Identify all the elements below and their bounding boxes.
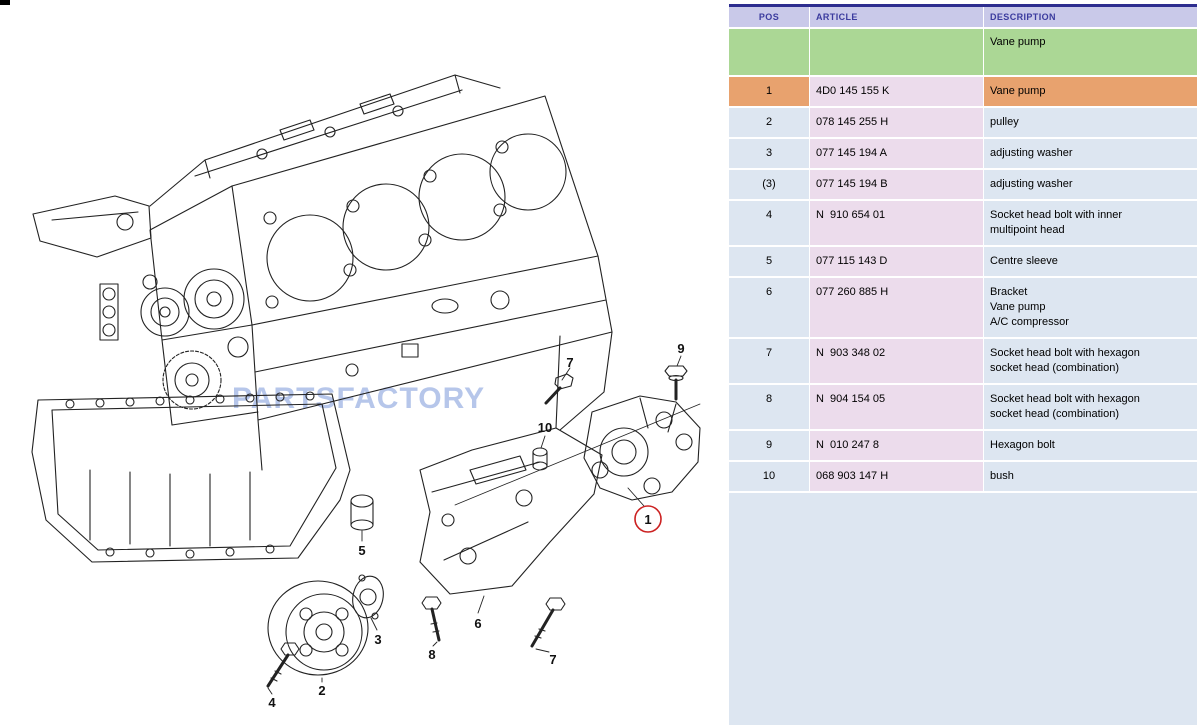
group-cell-pos xyxy=(729,29,809,75)
callout-6: 6 xyxy=(474,616,481,631)
cell-pos: 2 xyxy=(729,108,809,137)
callout-1: 1 xyxy=(644,512,651,527)
callout-8: 8 xyxy=(428,647,435,662)
group-cell-article xyxy=(809,29,984,75)
callout-10: 10 xyxy=(538,420,552,435)
centre-sleeve-part5 xyxy=(350,494,374,531)
parts-table-body: 1 4D0 145 155 K Vane pump 2 078 145 255 … xyxy=(729,77,1197,493)
cell-article: 4D0 145 155 K xyxy=(809,77,984,106)
cell-description: Centre sleeve xyxy=(984,247,1197,276)
cell-article: 077 260 885 H xyxy=(809,278,984,337)
callout-3: 3 xyxy=(374,632,381,647)
leader-lines xyxy=(267,355,682,695)
table-row[interactable]: 3 077 145 194 A adjusting washer xyxy=(729,139,1197,170)
vane-pump-part1 xyxy=(583,395,701,501)
callout-7-top: 7 xyxy=(566,355,573,370)
cell-pos: 3 xyxy=(729,139,809,168)
oil-pan xyxy=(31,391,351,563)
cell-pos: 7 xyxy=(729,339,809,383)
header-article: ARTICLE xyxy=(809,7,984,27)
cylinder-deck xyxy=(231,95,599,326)
axis-line xyxy=(454,403,701,506)
parts-table-panel: POS ARTICLE DESCRIPTION Vane pump 1 4D0 … xyxy=(729,0,1197,725)
header-pos: POS xyxy=(758,12,780,22)
cell-article: 077 145 194 A xyxy=(809,139,984,168)
corner-mark xyxy=(0,0,10,5)
cell-article: 078 145 255 H xyxy=(809,108,984,137)
callout-7-bottom: 7 xyxy=(549,652,556,667)
table-top-bar xyxy=(729,4,1197,7)
table-row[interactable]: 10 068 903 147 H bush xyxy=(729,462,1197,493)
bolt-7-bottom xyxy=(530,597,566,648)
callout-9: 9 xyxy=(677,341,684,356)
callout-labels: 7 9 10 5 3 8 6 7 4 2 1 xyxy=(268,341,684,710)
group-row-vane-pump[interactable]: Vane pump xyxy=(729,29,1197,77)
cell-article: N 010 247 8 xyxy=(809,431,984,460)
bolt-4 xyxy=(266,642,300,688)
table-row[interactable]: 4 N 910 654 01 Socket head bolt with inn… xyxy=(729,201,1197,247)
cell-pos: 10 xyxy=(729,462,809,491)
cell-description: Vane pump xyxy=(984,77,1197,106)
timing-gears xyxy=(99,185,259,426)
callout-4: 4 xyxy=(268,695,276,710)
mount-bracket-part6 xyxy=(419,427,603,595)
table-row[interactable]: 9 N 010 247 8 Hexagon bolt xyxy=(729,431,1197,462)
bolt-7-top xyxy=(544,373,574,405)
valve-cover xyxy=(149,74,501,207)
cell-pos: 6 xyxy=(729,278,809,337)
table-row[interactable]: (3) 077 145 194 B adjusting washer xyxy=(729,170,1197,201)
table-filler xyxy=(729,493,1197,725)
cell-pos: 9 xyxy=(729,431,809,460)
pulley-part2 xyxy=(267,580,369,676)
watermark: PARTSFACTORY xyxy=(232,382,486,415)
cell-description: adjusting washer xyxy=(984,139,1197,168)
callout-2: 2 xyxy=(318,683,325,698)
table-row[interactable]: 1 4D0 145 155 K Vane pump xyxy=(729,77,1197,108)
group-cell-description: Vane pump xyxy=(990,36,1046,48)
cell-description: pulley xyxy=(984,108,1197,137)
table-row[interactable]: 8 N 904 154 05 Socket head bolt with hex… xyxy=(729,385,1197,431)
cell-pos: 8 xyxy=(729,385,809,429)
cell-article: 068 903 147 H xyxy=(809,462,984,491)
engine-diagram: 7 9 10 5 3 8 6 7 4 2 1 xyxy=(0,0,701,710)
table-row[interactable]: 5 077 115 143 D Centre sleeve xyxy=(729,247,1197,278)
table-row[interactable]: 2 078 145 255 H pulley xyxy=(729,108,1197,139)
cell-description: bush xyxy=(984,462,1197,491)
callout-circle-1 xyxy=(634,505,662,533)
cell-article: N 903 348 02 xyxy=(809,339,984,383)
cell-pos: 4 xyxy=(729,201,809,245)
cell-article: 077 145 194 B xyxy=(809,170,984,199)
gasket-part3 xyxy=(352,574,384,620)
cell-pos: 5 xyxy=(729,247,809,276)
cell-description: Hexagon bolt xyxy=(984,431,1197,460)
cell-pos: 1 xyxy=(729,77,809,106)
table-row[interactable]: 7 N 903 348 02 Socket head bolt with hex… xyxy=(729,339,1197,385)
cell-article: N 910 654 01 xyxy=(809,201,984,245)
cell-article: 077 115 143 D xyxy=(809,247,984,276)
cell-description: adjusting washer xyxy=(984,170,1197,199)
cell-article: N 904 154 05 xyxy=(809,385,984,429)
bush-part10 xyxy=(532,447,548,471)
table-top-space xyxy=(729,0,1197,4)
diagram-panel: PARTSFACTORY xyxy=(0,0,701,710)
table-header-row: POS ARTICLE DESCRIPTION xyxy=(729,7,1197,29)
callout-5: 5 xyxy=(358,543,365,558)
engine-block-band xyxy=(251,255,613,471)
cell-pos: (3) xyxy=(729,170,809,199)
top-arm-bracket xyxy=(32,195,152,258)
bolt-8 xyxy=(421,596,442,642)
bolt-9 xyxy=(664,365,688,401)
header-description: DESCRIPTION xyxy=(990,12,1056,22)
